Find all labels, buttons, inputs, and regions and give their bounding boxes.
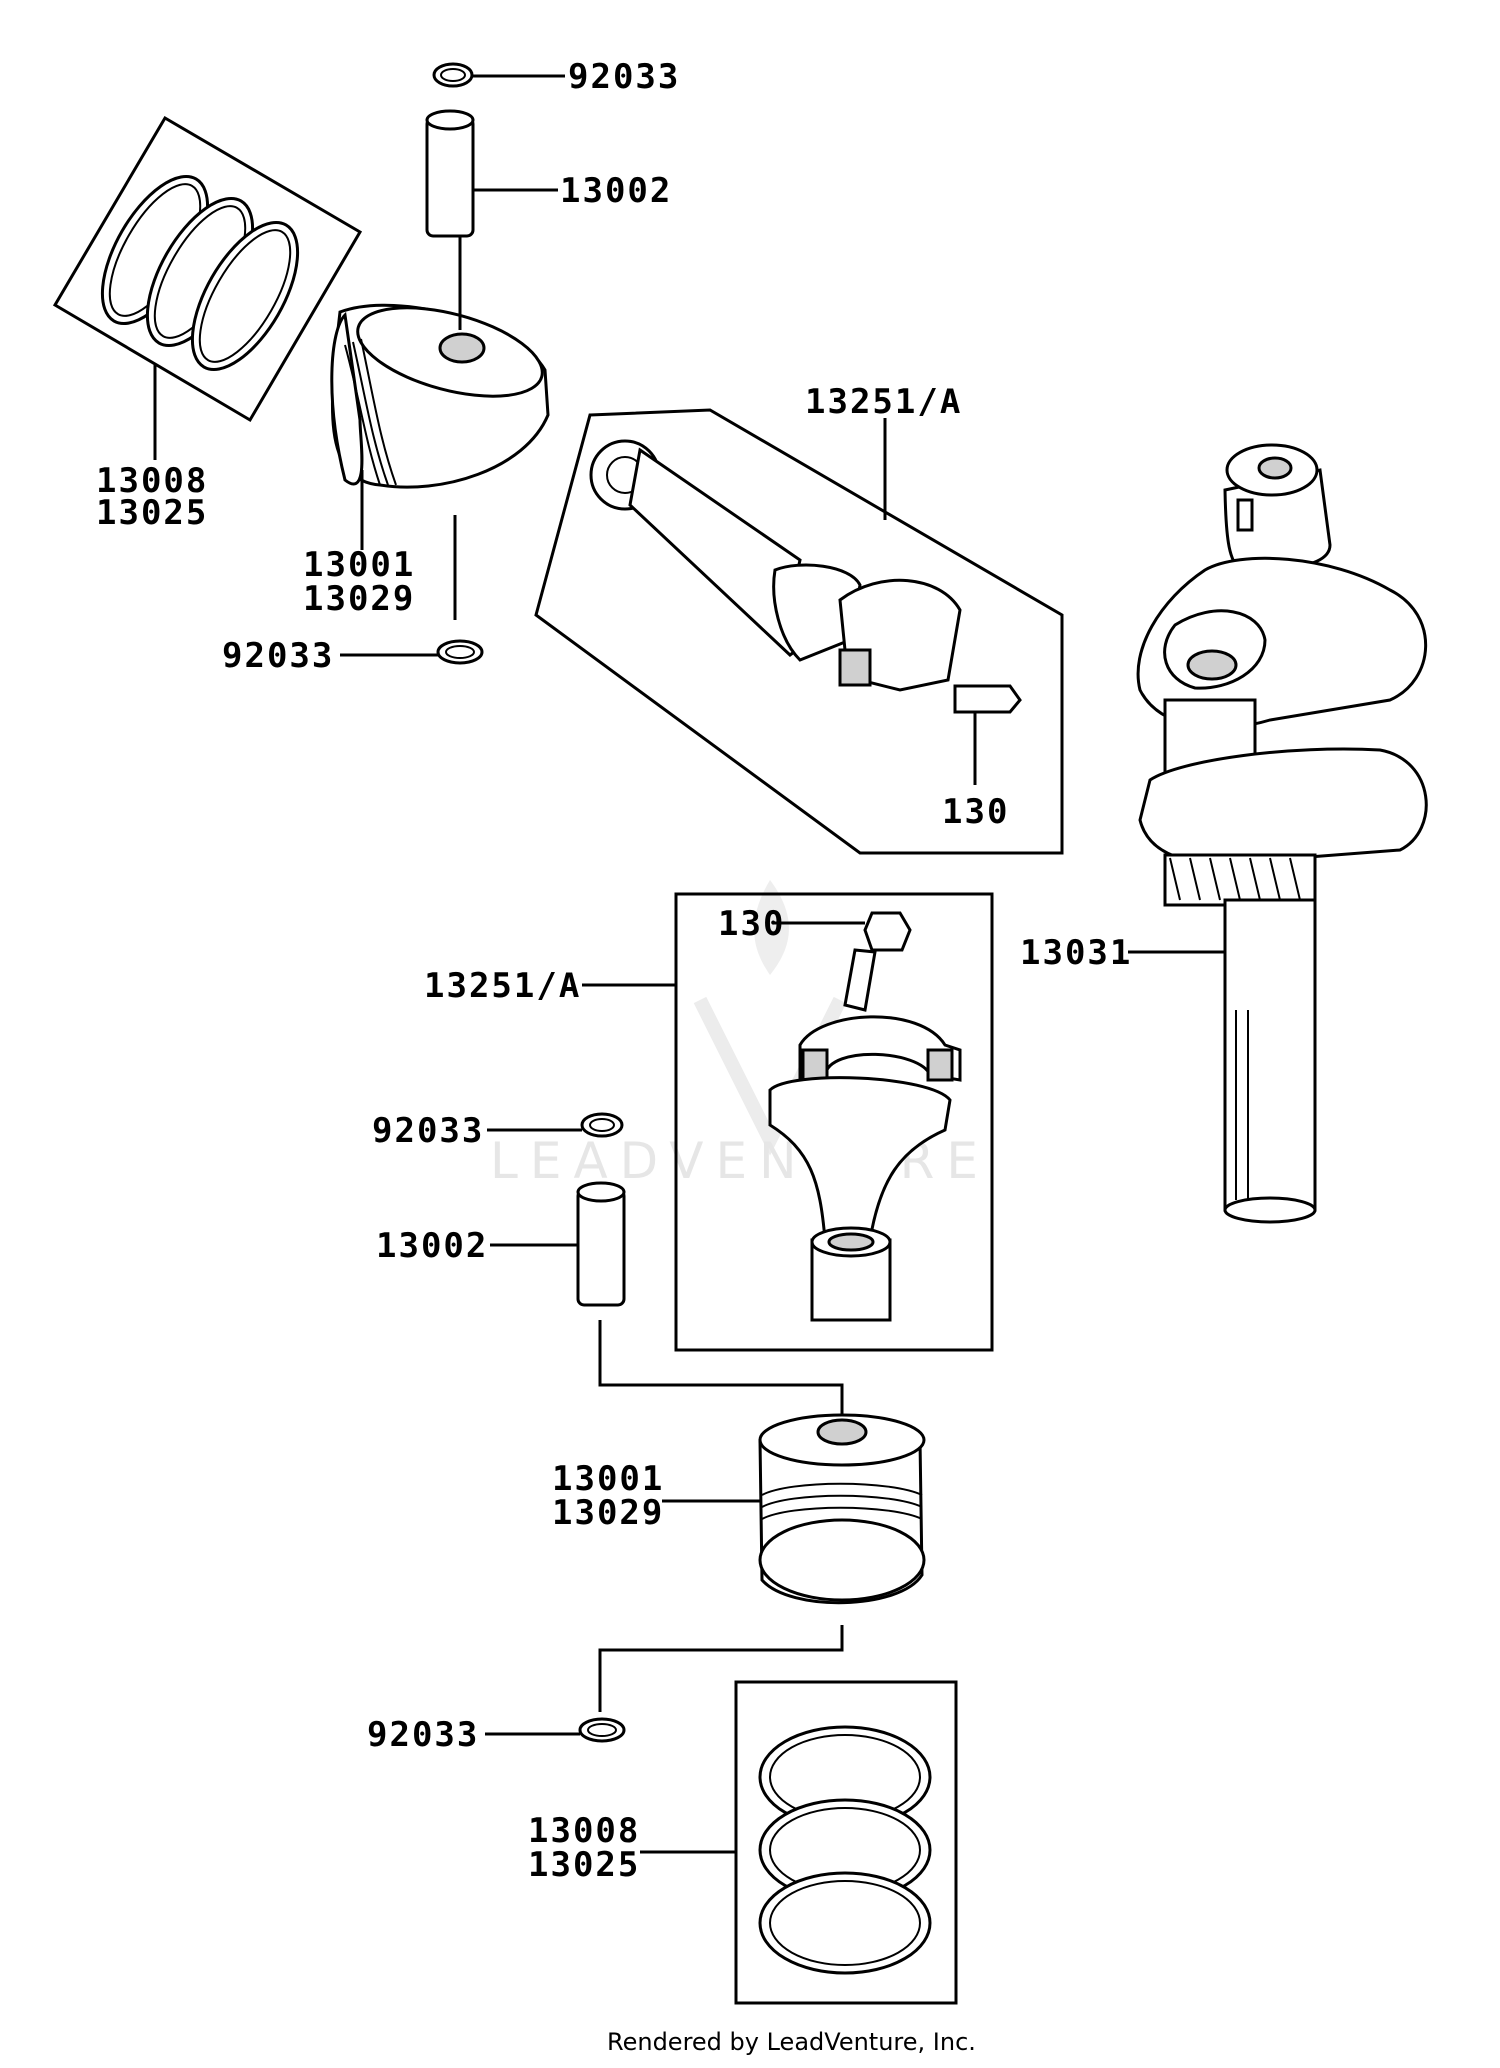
piston-pin-top[interactable] xyxy=(425,109,558,238)
label-92033-bottom-lower: 92033 xyxy=(367,1715,479,1755)
snap-ring-bottom-upper[interactable] xyxy=(487,1112,624,1138)
label-130-bottom: 130 xyxy=(718,904,785,944)
label-13002-bottom: 13002 xyxy=(376,1226,488,1266)
label-92033-top-lower: 92033 xyxy=(222,636,334,676)
label-13031: 13031 xyxy=(1020,933,1132,973)
snap-ring-bottom-lower[interactable] xyxy=(485,1717,626,1743)
connecting-rod-bottom[interactable] xyxy=(582,892,994,1352)
label-13001-top: 13001 xyxy=(303,545,415,585)
label-13025-bottom: 13025 xyxy=(528,1845,640,1885)
piston-ring-set-top[interactable] xyxy=(52,115,363,460)
label-92033-bottom-upper: 92033 xyxy=(372,1111,484,1151)
piston-pin-bottom[interactable] xyxy=(490,1181,844,1445)
label-13251-bottom: 13251/A xyxy=(424,966,581,1006)
label-13029-bottom: 13029 xyxy=(552,1493,664,1533)
label-130-top: 130 xyxy=(942,792,1009,832)
label-13002-top: 13002 xyxy=(560,171,672,211)
crankshaft[interactable] xyxy=(1128,443,1428,1224)
footer-credit: Rendered by LeadVenture, Inc. xyxy=(607,2028,976,2056)
piston-top[interactable] xyxy=(330,235,552,620)
label-13001-bottom: 13001 xyxy=(552,1459,664,1499)
snap-ring-top-lower[interactable] xyxy=(340,639,484,665)
connecting-rod-top[interactable] xyxy=(534,408,1064,855)
piston-bottom[interactable] xyxy=(598,1413,926,1712)
label-13251-top: 13251/A xyxy=(805,382,962,422)
label-13029-top: 13029 xyxy=(303,579,415,619)
label-13025-top: 13025 xyxy=(96,493,208,533)
snap-ring-top-upper[interactable] xyxy=(432,62,565,88)
label-13008-bottom: 13008 xyxy=(528,1811,640,1851)
piston-ring-set-bottom[interactable] xyxy=(640,1680,958,2005)
label-13008-top: 13008 xyxy=(96,461,208,501)
label-92033-top-upper: 92033 xyxy=(568,57,680,97)
